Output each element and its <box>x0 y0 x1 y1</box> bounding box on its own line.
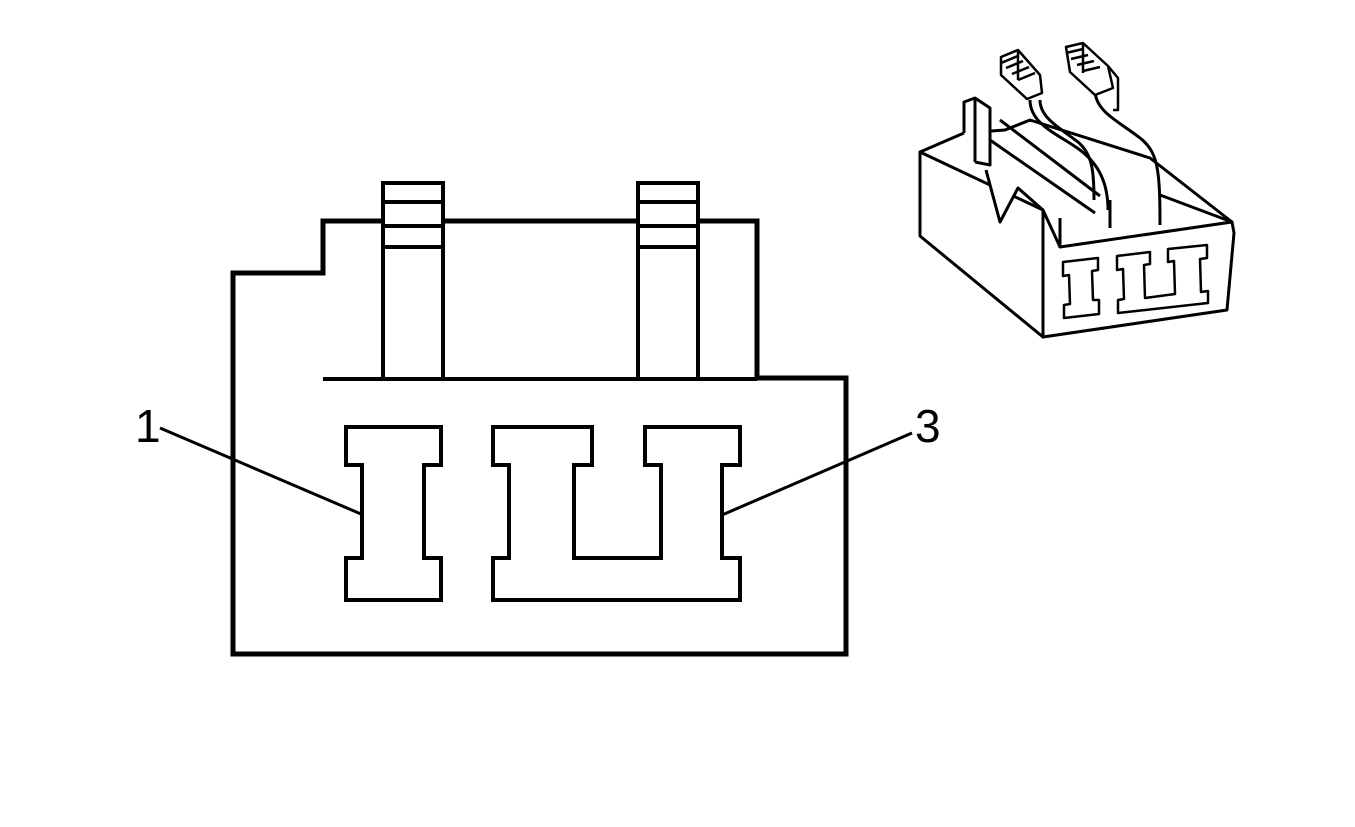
iso-wire-guide-left <box>1028 99 1110 211</box>
iso-wire-guide-left-inner <box>1038 99 1096 201</box>
terminal-latch-left <box>381 181 445 381</box>
callout-leader-3 <box>721 431 913 517</box>
callout-leader-1 <box>159 426 362 516</box>
pin-cavity-1 <box>344 425 443 602</box>
iso-inner-channel <box>989 118 1101 248</box>
iso-rear-wall <box>962 96 992 167</box>
pin-cavity-3 <box>491 425 742 602</box>
iso-pin-cavity-1 <box>1061 256 1101 320</box>
callout-pin-1: 1 <box>135 400 362 516</box>
connector-face-view <box>230 181 849 657</box>
iso-wire-guide-right <box>1093 89 1162 226</box>
iso-pin-cavity-3 <box>1115 243 1210 315</box>
iso-inner-wall <box>1108 193 1233 228</box>
callout-pin-3: 3 <box>721 400 941 517</box>
iso-terminal-clip-left <box>999 48 1044 101</box>
iso-wall-notch <box>984 169 1044 224</box>
iso-terminal-clip-right <box>1064 41 1120 112</box>
callout-label-1: 1 <box>135 400 161 452</box>
callout-label-3: 3 <box>915 400 941 452</box>
terminal-latch-right <box>636 181 700 381</box>
connector-isometric-view <box>918 41 1236 339</box>
